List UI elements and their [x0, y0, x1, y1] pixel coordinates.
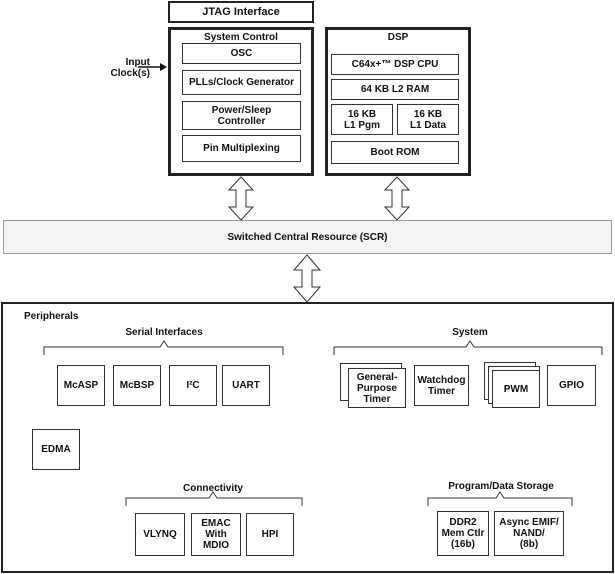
pwm-block: PWM — [492, 370, 540, 408]
connectivity-title: Connectivity — [182, 483, 243, 494]
l1-data-block: 16 KB L1 Data — [397, 104, 459, 135]
scr-bar: Switched Central Resource (SCR) — [3, 220, 612, 254]
dsp-cpu-block: C64x+™ DSP CPU — [331, 54, 459, 75]
storage-title: Program/Data Storage — [448, 481, 554, 492]
vlynq-block: VLYNQ — [135, 513, 185, 556]
input-clock-label: Input Clock(s) — [110, 57, 150, 79]
l2-ram-block: 64 KB L2 RAM — [331, 79, 459, 100]
pll-clock-generator-block: PLLs/Clock Generator — [182, 70, 301, 95]
system-title: System — [452, 327, 488, 338]
input-clock-arrow — [138, 63, 167, 71]
edma-block: EDMA — [32, 429, 80, 470]
storage-brace — [427, 491, 573, 506]
serial-interfaces-brace — [43, 340, 284, 355]
system-control-title: System Control — [204, 32, 278, 43]
general-purpose-timer-block: General- Purpose Timer — [348, 368, 406, 408]
osc-block: OSC — [182, 43, 301, 64]
connectivity-brace — [125, 491, 303, 506]
async-emif-nand-block: Async EMIF/ NAND/ (8b) — [494, 511, 564, 556]
ddr2-controller-block: DDR2 Mem Ctlr (16b) — [437, 511, 489, 556]
emac-mdio-block: EMAC With MDIO — [191, 513, 241, 556]
boot-rom-block: Boot ROM — [331, 141, 459, 164]
hpi-block: HPI — [246, 513, 294, 556]
l1-pgm-block: 16 KB L1 Pgm — [331, 104, 393, 135]
serial-interfaces-title: Serial Interfaces — [125, 327, 203, 338]
scr-peripherals-arrow — [292, 254, 322, 303]
system-brace — [333, 340, 603, 355]
system-control-scr-arrow — [227, 176, 255, 221]
dsp-title: DSP — [387, 32, 409, 43]
mcasp-block: McASP — [57, 365, 105, 406]
uart-block: UART — [222, 365, 270, 406]
i2c-block: I²C — [169, 365, 217, 406]
power-sleep-controller-block: Power/Sleep Controller — [182, 101, 301, 130]
mcbsp-block: McBSP — [113, 365, 161, 406]
dsp-scr-arrow — [383, 176, 411, 221]
pin-multiplexing-block: Pin Multiplexing — [182, 135, 301, 162]
watchdog-timer-block: Watchdog Timer — [414, 365, 469, 406]
gpio-block: GPIO — [547, 365, 596, 406]
peripherals-title: Peripherals — [24, 311, 79, 322]
jtag-interface-block: JTAG Interface — [168, 1, 314, 23]
